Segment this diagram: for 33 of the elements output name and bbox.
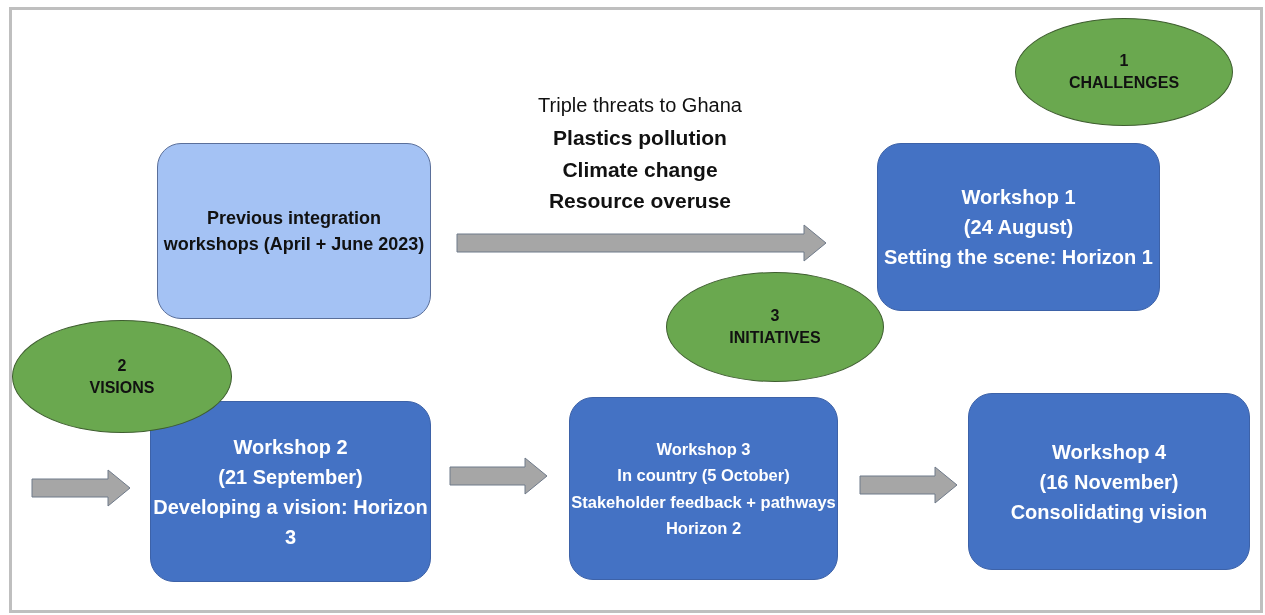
block-arrow bbox=[449, 457, 548, 495]
node-text: Stakeholder feedback + pathways bbox=[571, 491, 836, 513]
stage-number: 3 bbox=[770, 306, 780, 327]
threat-text: Climate change bbox=[561, 158, 719, 182]
stage-title: VISIONS bbox=[89, 377, 155, 398]
node-text: Setting the scene: Horizon 1 bbox=[884, 245, 1153, 270]
node-text: Previous integration workshops (April + June 2023) bbox=[162, 206, 426, 256]
node-text: (24 August) bbox=[963, 215, 1074, 240]
block-arrow bbox=[859, 466, 958, 504]
workshop-box bbox=[968, 393, 1250, 570]
node-text: Horizon 2 bbox=[665, 517, 742, 539]
block-arrow bbox=[31, 469, 131, 507]
process-box bbox=[157, 143, 431, 319]
threat-text: Resource overuse bbox=[547, 189, 733, 213]
stage-title: CHALLENGES bbox=[1068, 73, 1180, 93]
workshop-box bbox=[569, 397, 838, 580]
node-text: Workshop 4 bbox=[1051, 439, 1167, 465]
stage-title: INITIATIVES bbox=[729, 328, 821, 348]
workshop-box bbox=[150, 401, 431, 582]
node-text: Workshop 1 bbox=[961, 185, 1076, 210]
node-text: (16 November) bbox=[1039, 469, 1179, 495]
block-arrow bbox=[456, 224, 827, 262]
node-text: Consolidating vision bbox=[1010, 499, 1208, 525]
node-text: (21 September) bbox=[218, 464, 363, 490]
heading-text: Triple threats to Ghana bbox=[537, 94, 743, 117]
node-text: In country (5 October) bbox=[617, 465, 790, 487]
stage-number: 2 bbox=[117, 355, 127, 376]
workshop-box bbox=[877, 143, 1160, 311]
node-text: Workshop 3 bbox=[656, 438, 751, 460]
stage-number: 1 bbox=[1119, 51, 1129, 72]
node-text: Workshop 2 bbox=[233, 434, 348, 460]
node-text: Developing a vision: Horizon 3 bbox=[152, 494, 429, 550]
threat-text: Plastics pollution bbox=[552, 126, 728, 150]
